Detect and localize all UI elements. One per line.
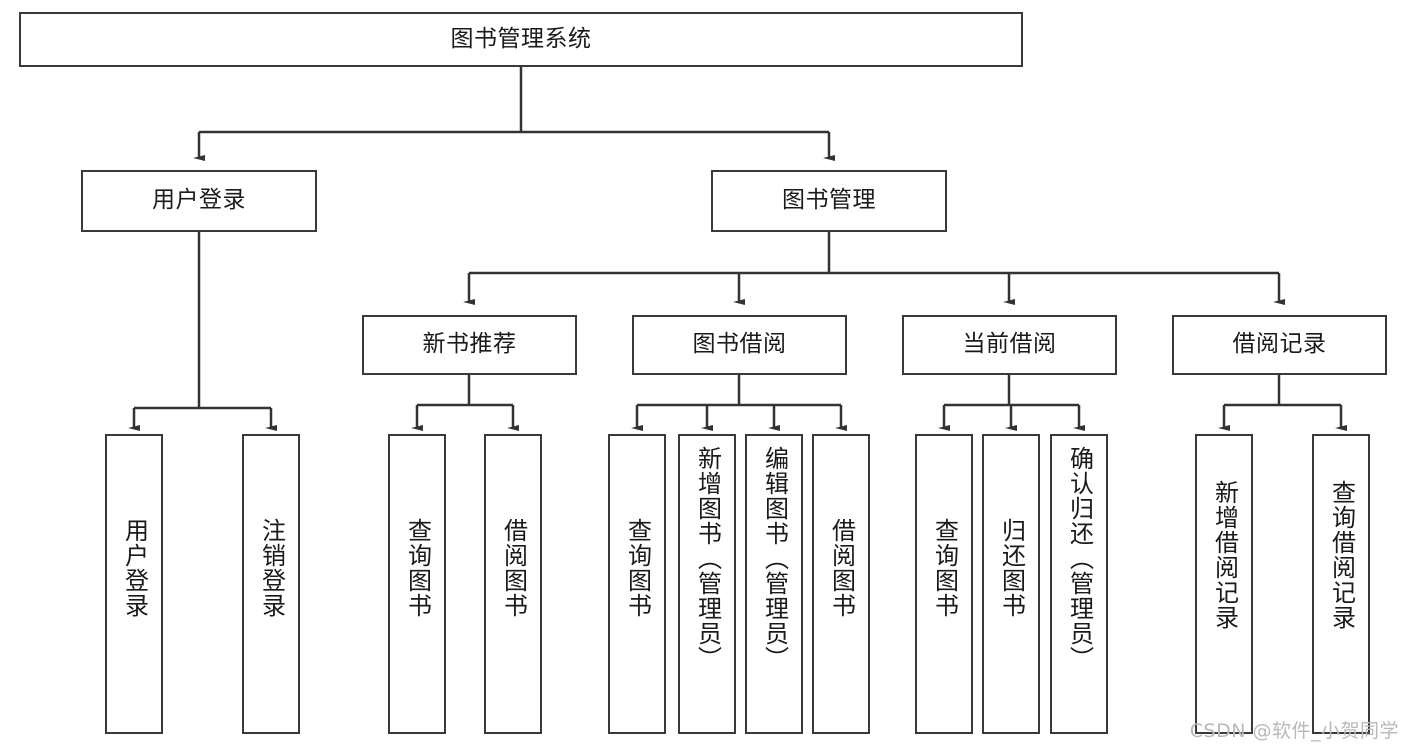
node-leaf-confirm-return-admin[interactable]: 确认归还（管理员）	[1050, 434, 1108, 734]
node-borrow-record[interactable]: 借阅记录	[1172, 315, 1387, 375]
node-leaf-borrow-book-bb-label: 借阅图书	[827, 518, 856, 618]
node-leaf-confirm-return-admin-label: 确认归还（管理员）	[1065, 446, 1094, 671]
node-leaf-add-book-admin[interactable]: 新增图书（管理员）	[678, 434, 736, 734]
node-current-borrow[interactable]: 当前借阅	[902, 315, 1117, 375]
node-book-management[interactable]: 图书管理	[711, 170, 947, 232]
node-leaf-add-borrow-record[interactable]: 新增借阅记录	[1195, 434, 1253, 734]
node-book-borrow-label: 图书借阅	[692, 331, 787, 358]
node-leaf-borrow-book-nbr[interactable]: 借阅图书	[484, 434, 542, 734]
node-leaf-user-login-label: 用户登录	[120, 518, 149, 618]
node-leaf-query-borrow-record[interactable]: 查询借阅记录	[1312, 434, 1370, 734]
node-borrow-record-label: 借阅记录	[1232, 331, 1327, 358]
node-leaf-user-login[interactable]: 用户登录	[105, 434, 163, 734]
node-leaf-edit-book-admin-label: 编辑图书（管理员）	[760, 446, 789, 671]
node-new-book-recommend[interactable]: 新书推荐	[362, 315, 577, 375]
node-book-borrow[interactable]: 图书借阅	[632, 315, 847, 375]
watermark: CSDN @软件_小贺同学	[1189, 720, 1399, 742]
node-leaf-add-borrow-record-label: 新增借阅记录	[1210, 480, 1239, 630]
node-root-label: 图书管理系统	[450, 25, 592, 52]
node-leaf-logout-label: 注销登录	[257, 518, 286, 618]
node-root[interactable]: 图书管理系统	[19, 12, 1023, 67]
node-book-management-label: 图书管理	[782, 187, 876, 214]
node-current-borrow-label: 当前借阅	[962, 331, 1057, 358]
node-new-book-recommend-label: 新书推荐	[422, 331, 517, 358]
node-leaf-query-book-cb[interactable]: 查询图书	[915, 434, 973, 734]
node-leaf-query-book-bb[interactable]: 查询图书	[608, 434, 666, 734]
node-leaf-query-borrow-record-label: 查询借阅记录	[1327, 480, 1356, 630]
node-leaf-query-book-nbr-label: 查询图书	[403, 518, 432, 618]
node-leaf-borrow-book-bb[interactable]: 借阅图书	[812, 434, 870, 734]
node-leaf-query-book-bb-label: 查询图书	[623, 518, 652, 618]
node-leaf-query-book-cb-label: 查询图书	[930, 518, 959, 618]
node-leaf-query-book-nbr[interactable]: 查询图书	[388, 434, 446, 734]
node-user-login[interactable]: 用户登录	[81, 170, 317, 232]
node-leaf-borrow-book-nbr-label: 借阅图书	[499, 518, 528, 618]
node-leaf-logout[interactable]: 注销登录	[242, 434, 300, 734]
node-user-login-label: 用户登录	[152, 187, 246, 214]
node-leaf-return-book[interactable]: 归还图书	[982, 434, 1040, 734]
node-leaf-return-book-label: 归还图书	[997, 518, 1026, 618]
node-leaf-add-book-admin-label: 新增图书（管理员）	[693, 446, 722, 671]
node-leaf-edit-book-admin[interactable]: 编辑图书（管理员）	[745, 434, 803, 734]
